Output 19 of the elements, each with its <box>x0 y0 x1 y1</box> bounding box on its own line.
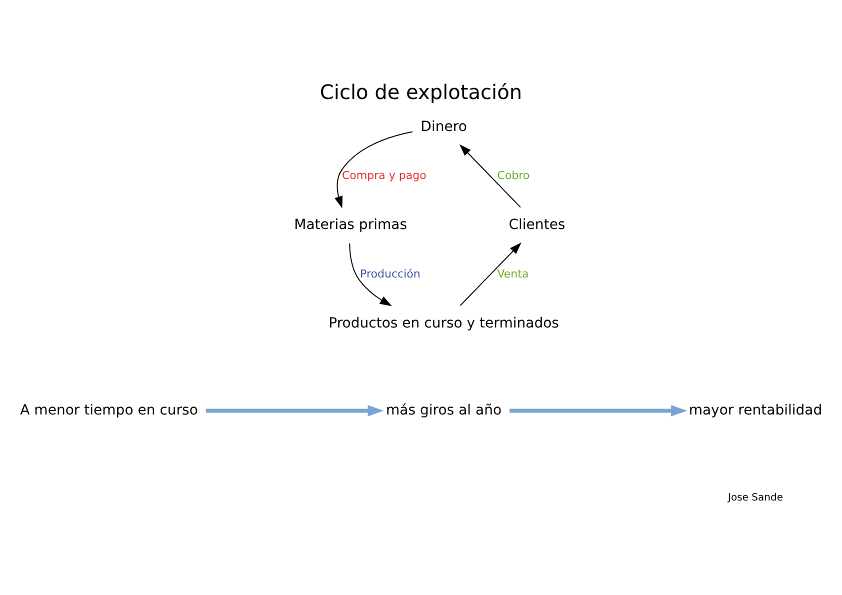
node-text: A menor tiempo en curso <box>20 402 198 418</box>
label: Jose Sande <box>728 492 784 504</box>
edge-label: Cobro <box>497 169 530 182</box>
edge-label: Venta <box>497 267 529 280</box>
node-text: Productos en curso y terminados <box>328 315 559 332</box>
node-text: Clientes <box>508 217 566 234</box>
arrow <box>334 131 414 208</box>
node-text: mayor rentabilidad <box>688 402 822 418</box>
arrow <box>459 144 521 208</box>
arrow <box>349 243 392 306</box>
diagram-title: Ciclo de explotación <box>320 80 522 104</box>
node-text: Dinero <box>420 118 467 135</box>
edge-label: Producción <box>360 267 420 280</box>
arrow <box>510 405 688 416</box>
node-text: más giros al año <box>386 402 502 418</box>
arrow <box>460 242 522 306</box>
arrow <box>206 405 384 416</box>
edge-label: Compra y pago <box>342 169 426 182</box>
node-text: Materias primas <box>294 217 408 234</box>
